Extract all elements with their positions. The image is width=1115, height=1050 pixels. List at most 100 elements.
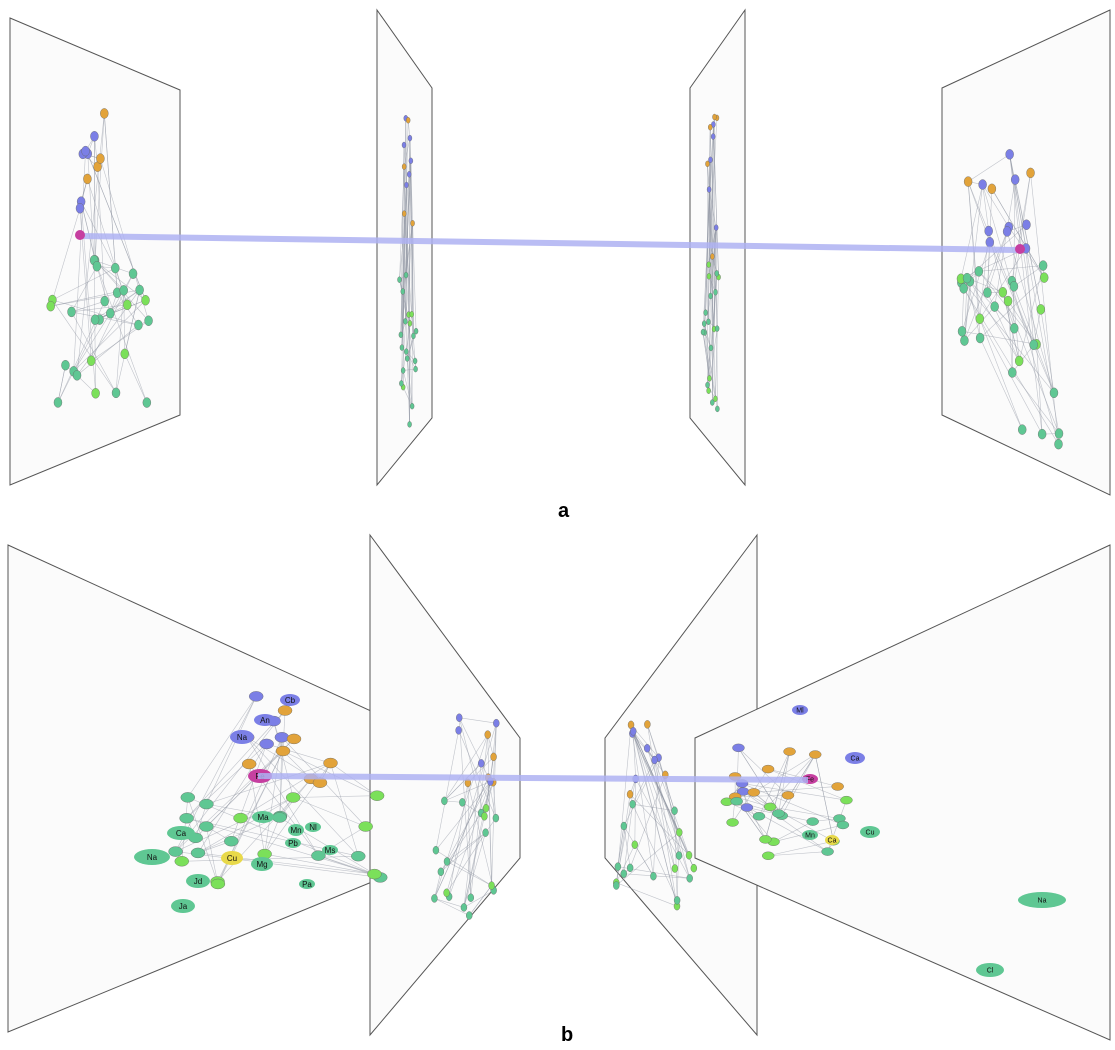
graph-edge: [492, 782, 497, 819]
graph-edge: [195, 804, 207, 838]
graph-edge: [617, 825, 625, 867]
graph-node: [983, 287, 992, 298]
graph-node: [1040, 272, 1049, 283]
graph-edge: [444, 763, 482, 802]
graph-edge: [1009, 154, 1043, 435]
graph-node: [128, 268, 138, 279]
graph-node: [710, 253, 715, 260]
graph-edge: [206, 696, 257, 805]
graph-node: [100, 295, 109, 307]
graph-edges-a: [50, 113, 1060, 445]
graph-node: [987, 183, 997, 195]
graph-node: [369, 790, 385, 801]
graph-edge: [1018, 265, 1044, 362]
labeled-node: Ja: [171, 899, 195, 913]
graph-node: [706, 318, 711, 326]
graph-edge: [765, 751, 790, 840]
graph-node: [1054, 428, 1064, 439]
node-ellipse: [254, 714, 276, 726]
node-label: Ja: [179, 902, 188, 911]
graph-edge: [231, 743, 267, 842]
graph-node: [259, 738, 274, 750]
graph-node: [46, 300, 55, 312]
graph-edge: [175, 710, 286, 852]
graph-edge: [124, 353, 148, 403]
highlight-node-a-left: [75, 230, 85, 240]
node-ellipse: [322, 845, 338, 855]
labeled-node: Nl: [305, 822, 321, 832]
graph-node: [643, 744, 651, 753]
graph-node: [685, 851, 693, 860]
graph-node: [836, 820, 850, 830]
graph-node: [405, 117, 411, 124]
graph-nodes-a: [46, 108, 1064, 450]
graph-edge: [175, 851, 381, 878]
graph-edge: [400, 314, 409, 335]
graph-node: [274, 732, 290, 743]
graph-node: [959, 283, 968, 294]
node-label: Ma: [257, 813, 269, 822]
node-ellipse: [171, 899, 195, 913]
graph-node: [975, 313, 985, 324]
graph-edge: [463, 832, 486, 908]
graph-node: [706, 261, 711, 268]
graph-node: [358, 821, 373, 832]
graph-node: [67, 306, 76, 318]
labeled-node: Mn: [288, 824, 304, 836]
graph-node: [367, 868, 382, 880]
graph-edge: [459, 717, 497, 724]
graph-node: [713, 289, 718, 296]
graph-node: [412, 357, 418, 365]
node-ellipse: [860, 826, 880, 838]
graph-edge: [735, 795, 789, 798]
graph-edge: [434, 898, 470, 916]
graph-edge: [435, 849, 492, 886]
graph-node: [650, 872, 657, 881]
graph-edge: [676, 832, 680, 901]
graph-node: [399, 344, 405, 351]
graph-edge: [979, 318, 1023, 430]
graph-node: [620, 869, 627, 878]
labeled-node: Cb: [280, 694, 300, 706]
graph-node: [957, 326, 967, 337]
graph-node: [405, 355, 410, 362]
graph-edge: [715, 227, 718, 409]
graph-edge: [1036, 344, 1043, 435]
graph-edge: [623, 873, 690, 879]
graph-edge: [616, 832, 680, 886]
graph-node: [199, 798, 214, 810]
graph-edge: [1011, 172, 1031, 282]
graph-edge: [187, 696, 257, 798]
graph-edge: [736, 800, 779, 814]
graph-node: [1002, 226, 1012, 237]
graph-edge: [987, 231, 1008, 293]
graph-edge: [647, 724, 678, 907]
graph-edge: [632, 759, 655, 805]
graph-node: [190, 847, 206, 859]
graph-node: [399, 380, 404, 387]
graph-edge: [632, 731, 636, 779]
graph-node: [686, 874, 693, 883]
graph-node: [1003, 295, 1013, 307]
graph-edge: [187, 797, 375, 875]
graph-edge: [197, 797, 294, 854]
graph-edge: [399, 166, 405, 280]
graph-edge: [633, 731, 666, 776]
graph-edge: [982, 184, 1010, 228]
graph-node: [1038, 260, 1048, 271]
graph-node: [75, 203, 85, 214]
graph-node: [1049, 387, 1059, 399]
graph-edge: [702, 332, 710, 379]
graph-node: [710, 133, 716, 140]
graph-node: [806, 817, 819, 826]
graph-node: [397, 276, 402, 283]
graph-node: [706, 387, 711, 394]
graph-node: [783, 747, 796, 756]
graph-node: [978, 179, 987, 190]
graph-edge: [966, 278, 981, 339]
graph-node: [700, 328, 706, 336]
graph-edge: [468, 885, 492, 916]
graph-node: [119, 285, 128, 296]
graph-edge: [632, 804, 678, 901]
